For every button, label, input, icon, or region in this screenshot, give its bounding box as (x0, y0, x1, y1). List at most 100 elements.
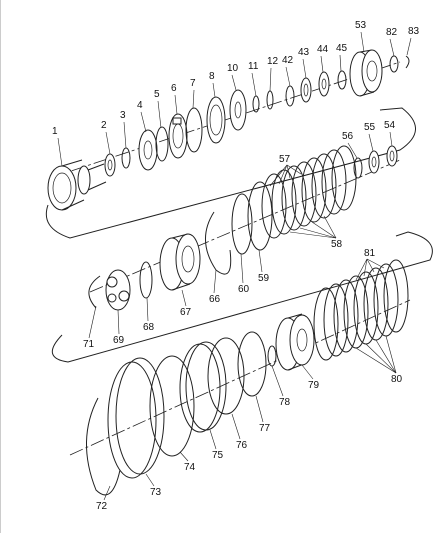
leader-line (355, 258, 368, 281)
clutch-pack-57-58 (261, 145, 357, 239)
label-4: 4 (137, 100, 143, 111)
axis-bottom (69, 299, 411, 456)
leader-line (311, 221, 337, 239)
leader-line (278, 164, 288, 185)
leader-line (375, 339, 397, 374)
label-80: 80 (391, 374, 403, 385)
label-12: 12 (267, 56, 279, 67)
label-5: 5 (154, 89, 160, 100)
part-55-bearing (368, 150, 380, 174)
leader-line (174, 94, 178, 115)
leader-line (339, 54, 342, 72)
part-69-planetary (105, 269, 131, 311)
part-10-disc (229, 89, 247, 131)
part-71-snap-ring (88, 275, 101, 309)
label-66: 66 (209, 294, 221, 305)
left-page-edge (0, 0, 3, 533)
part-44-bearing (318, 71, 330, 97)
leader-line (299, 227, 337, 239)
part-12-washer (266, 90, 274, 110)
label-10: 10 (227, 63, 239, 74)
leader-line (385, 335, 397, 374)
label-72: 72 (96, 501, 108, 512)
label-71: 71 (83, 339, 95, 350)
clutch-pack-80-81 (313, 259, 409, 361)
leader-line (192, 89, 195, 109)
leader-line (103, 485, 111, 501)
leader-line (289, 231, 337, 239)
label-68: 68 (143, 322, 155, 333)
part-67-drum (159, 233, 201, 291)
leader-line (320, 55, 324, 73)
label-44: 44 (317, 44, 329, 55)
part-2-gear (104, 153, 116, 177)
label-11: 11 (248, 61, 259, 72)
leader-line (57, 137, 63, 167)
leader-line (323, 215, 337, 239)
leader-line (179, 451, 189, 462)
part-8-disc (206, 96, 226, 144)
part-83-snap-ring (405, 55, 410, 69)
leader-line (389, 131, 393, 147)
leader-line (123, 121, 127, 149)
leader-line (363, 258, 368, 277)
leader-line (157, 100, 162, 129)
label-67: 67 (180, 307, 192, 318)
leader-line (389, 38, 395, 57)
label-54: 54 (384, 120, 396, 131)
part-79-hub (275, 313, 315, 371)
leader-line (286, 164, 302, 175)
label-78: 78 (279, 397, 291, 408)
label-45: 45 (336, 43, 348, 54)
part-5-ring (155, 126, 169, 162)
section-boundary-lines (45, 107, 433, 363)
leader-lines (57, 31, 412, 501)
leader-line (255, 395, 264, 423)
label-69: 69 (113, 335, 125, 346)
leader-line (366, 258, 375, 273)
leader-line (406, 37, 412, 56)
label-73: 73 (150, 487, 162, 498)
part-76-ring (207, 337, 245, 415)
label-60: 60 (238, 284, 250, 295)
leader-line (146, 297, 149, 322)
leader-line (258, 249, 263, 273)
leader-line (231, 413, 241, 440)
part-60-ring (231, 193, 253, 255)
part-43-bearing (300, 77, 312, 103)
leader-line (231, 74, 237, 91)
part-59-plate (247, 181, 273, 251)
leader-line (117, 309, 120, 335)
label-75: 75 (212, 450, 224, 461)
label-76: 76 (236, 440, 248, 451)
part-75-piston (179, 341, 227, 433)
part-78-washer (267, 345, 277, 367)
label-43: 43 (298, 47, 310, 58)
callout-labels: 1 2 3 4 5 6 7 8 10 11 12 42 43 44 45 53 … (52, 20, 420, 512)
leader-line (209, 429, 217, 450)
label-42: 42 (282, 55, 294, 66)
leader-line (212, 82, 216, 98)
part-53-gear (349, 49, 383, 97)
part-4-plate (138, 129, 158, 171)
leader-line (360, 31, 365, 53)
leader-line (240, 253, 244, 284)
leader-line (368, 133, 374, 152)
label-79: 79 (308, 380, 320, 391)
label-53: 53 (355, 20, 367, 31)
leader-line (365, 343, 397, 374)
label-57: 57 (279, 154, 291, 165)
leader-line (145, 473, 155, 487)
axis-middle (89, 159, 401, 293)
leader-line (181, 289, 187, 307)
leader-line (251, 72, 257, 97)
part-54-bearing (386, 145, 398, 167)
part-3-ring (121, 147, 131, 169)
part-7-spring (185, 107, 203, 153)
leader-line (213, 269, 217, 294)
part-1-shaft (47, 159, 107, 211)
part-77-plate (237, 331, 267, 397)
part-6-carrier (168, 113, 188, 159)
label-83: 83 (408, 26, 420, 37)
